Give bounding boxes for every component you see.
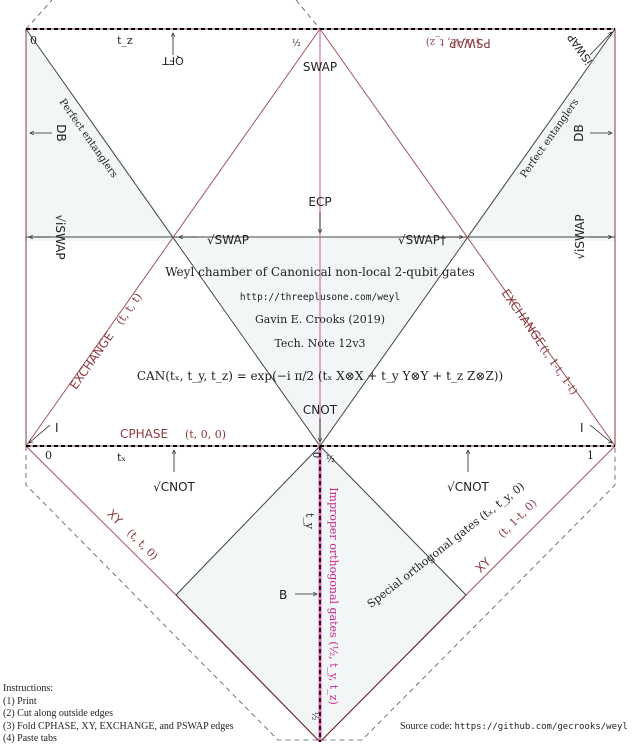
label-ecp: ECP (308, 195, 331, 209)
label-cphase: CPHASE (120, 427, 168, 441)
label-qft: QFT (162, 54, 184, 67)
label-sqrt-cnot-right: √CNOT (447, 480, 489, 494)
tech-note: Tech. Note 12v3 (274, 337, 365, 350)
tick-zero-top: 0 (30, 34, 37, 47)
instruction-step: (1) Print (3, 695, 37, 707)
label-improper-orthogonal: Improper orthogonal gates (½, t_y, t_z) (327, 487, 340, 705)
label-iswap: iSWAP (565, 31, 596, 67)
label-pswap: PSWAP (449, 36, 491, 50)
label-exchange-left-coords: (t, t, t) (114, 291, 145, 328)
label-pswap-coords: (½, ½, t_z) (426, 36, 480, 47)
source-label: Source code: (400, 721, 452, 732)
label-exchange-left: EXCHANGE (67, 329, 117, 391)
source-url[interactable]: https://github.com/gecrooks/weyl (454, 722, 628, 732)
author: Gavin E. Crooks (2019) (255, 313, 385, 326)
tick-zero-bottom: 0 (45, 449, 52, 462)
label-swap: SWAP (303, 60, 337, 74)
title: Weyl chamber of Canonical non-local 2-qu… (165, 265, 475, 279)
arrows (29, 32, 612, 594)
label-identity-left: I (55, 421, 59, 435)
left-entangler-region (26, 29, 176, 237)
source-code: Source code: https://github.com/gecrooks… (400, 721, 628, 732)
label-db-left: DB (54, 124, 68, 141)
tick-half-top: ½ (292, 38, 301, 49)
label-sqrt-iswap-left: √iSWAP (53, 214, 67, 259)
url: http://threeplusone.com/weyl (240, 292, 400, 303)
fold-lines (25, 28, 616, 596)
tick-half-bottom: ½ (309, 712, 320, 721)
tick-one: 1 (587, 449, 594, 462)
label-b: B (279, 588, 287, 602)
central-entangler-region (176, 237, 466, 446)
label-xy-left-coords: (t, t, 0) (124, 526, 160, 562)
label-sqrt-cnot-left: √CNOT (153, 480, 195, 494)
axis-label-tz: t_z (117, 34, 133, 47)
equation: CAN(tₓ, t_y, t_z) = exp(−i π/2 (tₓ X⊗X +… (137, 369, 503, 383)
label-exchange-right: EXCHANGE (498, 286, 548, 348)
axis-label-tx: tₓ (117, 451, 126, 464)
axis-label-ty: t_y (303, 513, 316, 530)
instruction-step: (3) Fold CPHASE, XY, EXCHANGE, and PSWAP… (3, 720, 234, 732)
label-xy-right: XY (473, 554, 494, 575)
instruction-step: (2) Cut along outside edges (3, 708, 113, 719)
instructions-heading: Instructions: (3, 683, 53, 694)
label-cnot: CNOT (303, 403, 338, 417)
tick-half-mid: ½ (326, 454, 335, 465)
label-identity-right: I (580, 421, 584, 435)
label-db-right: DB (572, 124, 586, 141)
label-sqrt-iswap-right: √iSWAP (573, 214, 587, 259)
label-exchange-right-coords: (t, 1-t, 1-t) (537, 343, 580, 397)
label-sqrt-swap: √SWAP (207, 233, 249, 247)
label-cphase-coords: (t, 0, 0) (185, 428, 226, 441)
cut-outline (25, 0, 616, 741)
instructions: Instructions: (1) Print (2) Cut along ou… (3, 683, 234, 745)
label-sqrt-swap-dagger: √SWAP† (398, 233, 446, 247)
label-xy-left: XY (104, 507, 125, 528)
tick-zero-mid: 0 (310, 452, 321, 458)
instruction-step: (4) Paste tabs (3, 733, 57, 744)
